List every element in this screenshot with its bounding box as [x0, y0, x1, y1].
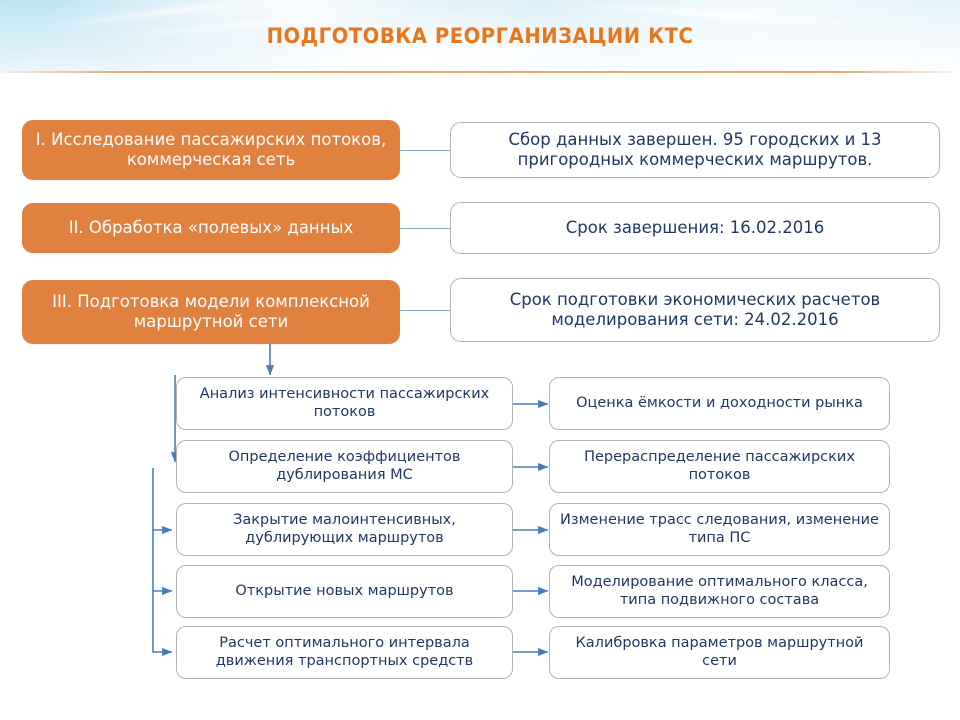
- note-text-2: Срок завершения: 16.02.2016: [565, 217, 825, 237]
- stage-box-2[interactable]: II. Обработка «полевых» данных: [22, 203, 400, 253]
- task-right-label-4: Моделирование оптимального класса, типа …: [571, 573, 868, 608]
- task-box-right-4[interactable]: Моделирование оптимального класса, типа …: [549, 565, 890, 618]
- arrow-spine-to-task3: [152, 468, 173, 535]
- task-left-label-1: Анализ интенсивности пассажирских потоко…: [199, 385, 490, 420]
- note-text-1: Сбор данных завершен. 95 городских и 13 …: [508, 129, 882, 169]
- note-box-1[interactable]: Сбор данных завершен. 95 городских и 13 …: [450, 122, 940, 178]
- task-box-right-1[interactable]: Оценка ёмкости и доходности рынка: [549, 377, 890, 430]
- task-left-label-2: Определение коэффициентов дублирования М…: [228, 448, 461, 483]
- task-right-label-2: Перераспределение пассажирских потоков: [584, 448, 855, 483]
- task-box-left-2[interactable]: Определение коэффициентов дублирования М…: [176, 440, 513, 493]
- task-box-right-2[interactable]: Перераспределение пассажирских потоков: [549, 440, 890, 493]
- task-right-label-3: Изменение трасс следования, изменение ти…: [560, 511, 879, 546]
- header-band: [0, 0, 960, 73]
- task-left-label-3: Закрытие малоинтенсивных, дублирующих ма…: [233, 511, 456, 546]
- note-text-3: Срок подготовки экономических расчетов м…: [509, 289, 881, 329]
- connector-stage-1: [400, 150, 450, 151]
- page-title: ПОДГОТОВКА РЕОРГАНИЗАЦИИ КТС: [266, 24, 694, 48]
- header-divider: [8, 71, 952, 73]
- connector-stage-2: [400, 228, 450, 229]
- task-right-label-1: Оценка ёмкости и доходности рынка: [576, 394, 863, 411]
- task-box-left-4[interactable]: Открытие новых маршрутов: [176, 565, 513, 618]
- task-box-right-5[interactable]: Калибровка параметров маршрутной сети: [549, 626, 890, 679]
- task-box-left-3[interactable]: Закрытие малоинтенсивных, дублирующих ма…: [176, 503, 513, 556]
- stage-box-1[interactable]: I. Исследование пассажирских потоков, ко…: [22, 120, 400, 180]
- stage-label-3: III. Подготовка модели комплексной маршр…: [52, 291, 370, 331]
- task-box-left-5[interactable]: Расчет оптимального интервала движения т…: [176, 626, 513, 679]
- stage-label-2: II. Обработка «полевых» данных: [68, 217, 354, 237]
- task-box-left-1[interactable]: Анализ интенсивности пассажирских потоко…: [176, 377, 513, 430]
- stage-label-1: I. Исследование пассажирских потоков, ко…: [35, 129, 387, 169]
- stage-box-3[interactable]: III. Подготовка модели комплексной маршр…: [22, 280, 400, 344]
- task-left-label-5: Расчет оптимального интервала движения т…: [215, 634, 474, 669]
- task-box-right-3[interactable]: Изменение трасс следования, изменение ти…: [549, 503, 890, 556]
- note-box-2[interactable]: Срок завершения: 16.02.2016: [450, 202, 940, 254]
- task-right-label-5: Калибровка параметров маршрутной сети: [575, 634, 864, 669]
- arrow-spine-to-task5: [152, 591, 173, 657]
- arrow-spine-to-task4: [152, 530, 173, 596]
- task-left-label-4: Открытие новых маршрутов: [235, 582, 454, 599]
- connector-stage-3: [400, 310, 450, 311]
- note-box-3[interactable]: Срок подготовки экономических расчетов м…: [450, 278, 940, 342]
